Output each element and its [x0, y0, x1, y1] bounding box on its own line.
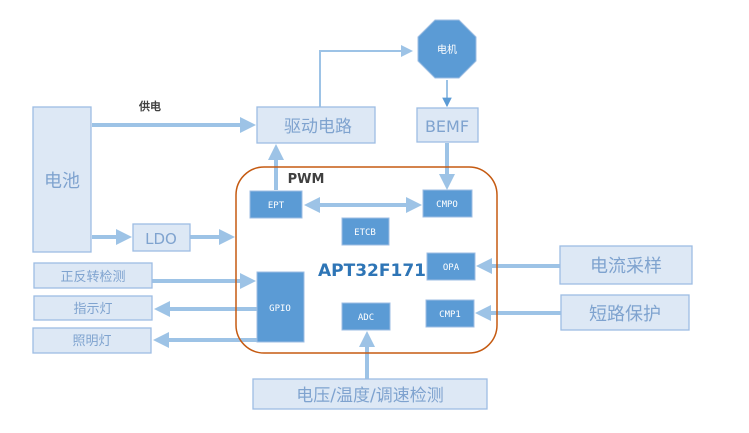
- adc-module: ADC: [341, 302, 391, 331]
- bemf-label: BEMF: [425, 117, 469, 136]
- mcu-block: PWM APT32F171 EPT CMPO ETCB OPA GPIO ADC: [235, 166, 498, 354]
- motor-label: 电机: [437, 43, 457, 56]
- connectors: [92, 45, 561, 379]
- battery-label: 电池: [44, 171, 80, 192]
- cmp1-module: CMP1: [425, 299, 475, 328]
- opa-module: OPA: [426, 252, 476, 281]
- cmp1-label: CMP1: [439, 310, 461, 320]
- mcu-border: [235, 166, 498, 354]
- lighting-block: 照明灯: [32, 327, 152, 354]
- gpio-module: GPIO: [256, 271, 305, 343]
- motor-block: 电机: [417, 19, 477, 79]
- short-protection-label: 短路保护: [589, 304, 661, 325]
- direction-detect-block: 正反转检测: [33, 262, 153, 289]
- cmpo-label: CMPO: [436, 200, 458, 210]
- opa-label: OPA: [443, 263, 460, 273]
- short-protection-block: 短路保护: [560, 294, 690, 331]
- ldo-label: LDO: [145, 230, 177, 248]
- adc-label: ADC: [358, 313, 374, 323]
- motor-octagon: [417, 19, 477, 79]
- lighting-label: 照明灯: [72, 334, 111, 349]
- gpio-label: GPIO: [269, 304, 291, 314]
- etcb-module: ETCB: [341, 217, 390, 246]
- indicator-light-block: 指示灯: [33, 295, 153, 321]
- power-supply-label: 供电: [138, 99, 161, 113]
- pwm-label: PWM: [288, 172, 325, 187]
- cmpo-module: CMPO: [422, 189, 473, 218]
- ept-module: EPT: [249, 190, 303, 219]
- direction-detect-label: 正反转检测: [60, 270, 125, 285]
- connector-drive-motor: [319, 45, 413, 107]
- etcb-label: ETCB: [354, 228, 376, 238]
- current-sampling-block: 电流采样: [559, 245, 693, 285]
- battery-block: 电池: [32, 106, 92, 253]
- ept-label: EPT: [268, 201, 285, 211]
- drive-circuit-label: 驱动电路: [284, 117, 352, 137]
- bemf-block: BEMF: [416, 107, 479, 143]
- voltage-temp-speed-block: 电压/温度/调速检测: [252, 378, 488, 410]
- indicator-light-label: 指示灯: [73, 302, 112, 317]
- current-sampling-label: 电流采样: [590, 256, 662, 277]
- mcu-name: APT32F171: [318, 261, 426, 281]
- drive-circuit-block: 驱动电路: [256, 106, 376, 144]
- ldo-block: LDO: [132, 223, 191, 252]
- voltage-temp-speed-label: 电压/温度/调速检测: [296, 386, 443, 406]
